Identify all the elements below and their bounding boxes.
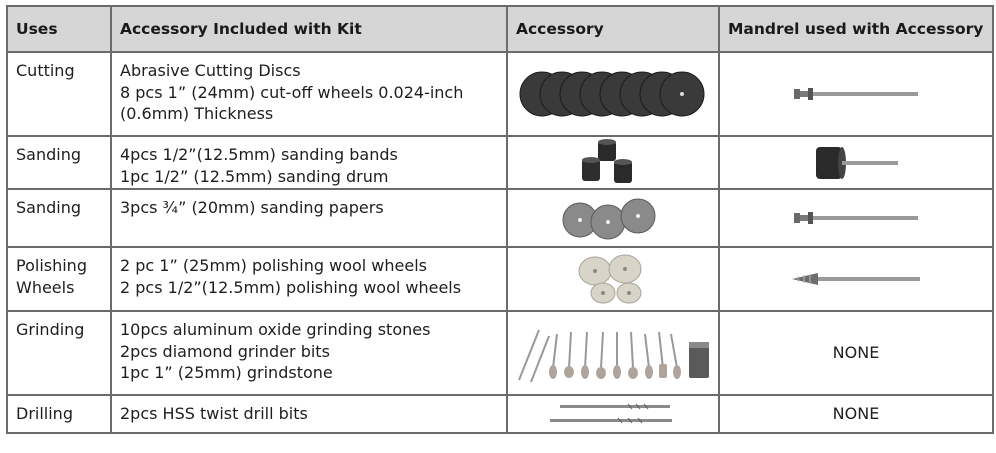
table-row: Polishing Wheels 2 pc 1” (25mm) polishin… (6, 246, 994, 312)
screw-mandrel-icon (794, 212, 918, 224)
kit-cell: 4pcs 1/2”(12.5mm) sanding bands 1pc 1/2”… (110, 135, 508, 190)
sanding-bands-icon (582, 138, 632, 183)
kit-line: 2 pcs 1/2”(12.5mm) polishing wool wheels (120, 277, 462, 297)
kit-line: 2pcs diamond grinder bits (120, 341, 330, 361)
header-mandrel: Mandrel used with Accessory (718, 5, 994, 53)
sanding-drum-mandrel-icon (816, 146, 898, 179)
kit-line: 10pcs aluminum oxide grinding stones (120, 320, 431, 339)
accessory-cell (506, 394, 720, 434)
table-row: Drilling 2pcs HSS twist drill bits NONE (6, 394, 994, 434)
mandrel-cell: NONE (718, 394, 994, 434)
accessory-cell (506, 246, 720, 312)
cutting-discs-icon (519, 71, 705, 117)
use-label: Wheels (16, 277, 75, 297)
use-label: Cutting (16, 61, 75, 80)
screw-mandrel-icon (794, 88, 918, 100)
kit-line: 8 pcs 1” (24mm) cut-off wheels 0.024-inc… (120, 82, 464, 102)
use-label: Sanding (16, 145, 81, 164)
kit-line: 1pc 1/2” (12.5mm) sanding drum (120, 166, 389, 186)
accessory-cell (506, 51, 720, 137)
table-row: Sanding 3pcs ¾” (20mm) sanding papers (6, 188, 994, 248)
sanding-papers-icon (562, 198, 656, 240)
use-cell: Sanding (6, 188, 112, 248)
use-cell: Polishing Wheels (6, 246, 112, 312)
use-label: Polishing (16, 256, 87, 275)
kit-line: 2 pc 1” (25mm) polishing wool wheels (120, 256, 427, 275)
use-label: Sanding (16, 198, 81, 217)
mandrel-cell (718, 51, 994, 137)
table-row: Cutting Abrasive Cutting Discs 8 pcs 1” … (6, 51, 994, 137)
kit-line: (0.6mm) Thickness (120, 104, 274, 123)
threaded-mandrel-icon (792, 273, 920, 285)
use-label: Grinding (16, 320, 85, 339)
accessory-cell (506, 310, 720, 396)
header-uses: Uses (6, 5, 112, 53)
header-accessory: Accessory (506, 5, 720, 53)
kit-line: Abrasive Cutting Discs (120, 61, 301, 80)
accessory-cell (506, 188, 720, 248)
mandrel-cell (718, 188, 994, 248)
kit-cell: 2 pc 1” (25mm) polishing wool wheels 2 p… (110, 246, 508, 312)
kit-line: 4pcs 1/2”(12.5mm) sanding bands (120, 145, 398, 164)
mandrel-cell (718, 135, 994, 190)
drill-bits-icon (550, 403, 672, 424)
use-cell: Grinding (6, 310, 112, 396)
header-row: Uses Accessory Included with Kit Accesso… (6, 5, 994, 53)
table-row: Grinding 10pcs aluminum oxide grinding s… (6, 310, 994, 396)
use-label: Drilling (16, 404, 73, 423)
header-kit: Accessory Included with Kit (110, 5, 508, 53)
use-cell: Cutting (6, 51, 112, 137)
mandrel-cell (718, 246, 994, 312)
kit-line: 3pcs ¾” (20mm) sanding papers (120, 198, 384, 217)
kit-cell: 10pcs aluminum oxide grinding stones 2pc… (110, 310, 508, 396)
table-row: Sanding 4pcs 1/2”(12.5mm) sanding bands … (6, 135, 994, 190)
polishing-wheels-icon (578, 254, 642, 304)
kit-cell: 3pcs ¾” (20mm) sanding papers (110, 188, 508, 248)
accessory-cell (506, 135, 720, 190)
kit-cell: Abrasive Cutting Discs 8 pcs 1” (24mm) c… (110, 51, 508, 137)
mandrel-cell: NONE (718, 310, 994, 396)
kit-line: 2pcs HSS twist drill bits (120, 404, 308, 423)
accessory-table: Uses Accessory Included with Kit Accesso… (6, 5, 994, 434)
use-cell: Sanding (6, 135, 112, 190)
grinding-stones-icon (518, 329, 709, 383)
kit-line: 1pc 1” (25mm) grindstone (120, 363, 333, 382)
use-cell: Drilling (6, 394, 112, 434)
kit-cell: 2pcs HSS twist drill bits (110, 394, 508, 434)
